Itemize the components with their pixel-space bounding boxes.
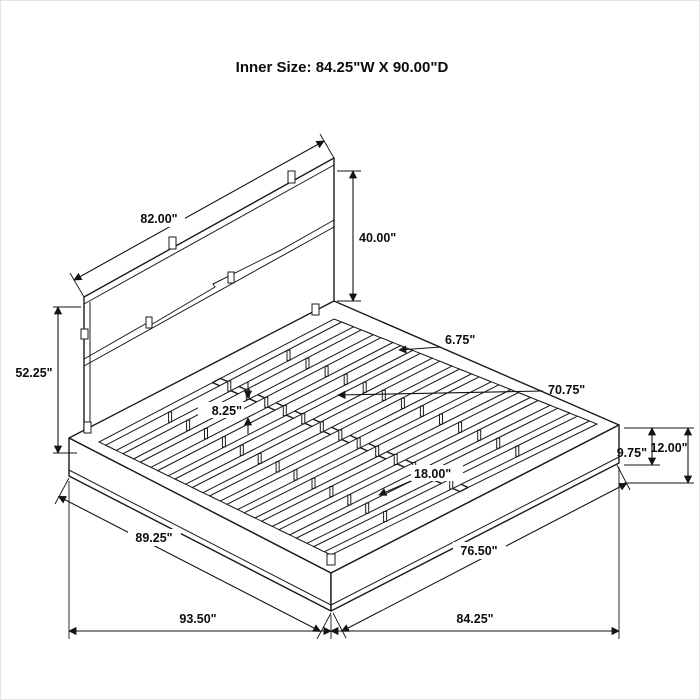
leader-rail-width (398, 345, 442, 354)
slat-clip (347, 494, 352, 506)
slat-clip (356, 437, 361, 449)
slat-clip (393, 453, 398, 465)
slat-clip (439, 413, 443, 425)
label-backing (198, 402, 244, 418)
dimension-labels: 82.00" 40.00" 52.25" 6.75" 70.75" 8.25" … (15, 210, 688, 626)
slat-clip (221, 436, 226, 448)
slat-clip (375, 445, 380, 457)
dim-label-rail-width: 6.75" (445, 333, 475, 347)
extension-line (316, 612, 332, 640)
slat-clip (293, 469, 298, 481)
extension-line (69, 272, 85, 298)
dim-label-overall-width: 84.25" (456, 612, 493, 626)
extension-line (319, 133, 335, 159)
rim-bracket (311, 303, 320, 316)
leader-slat-length (337, 390, 544, 399)
rim-bracket (83, 421, 92, 434)
dim-label-headboard-width: 82.00" (140, 212, 177, 226)
slat-clip (458, 421, 463, 433)
slat-clip (324, 365, 329, 377)
extension-line (332, 612, 347, 639)
inner-size-title: Inner Size: 84.25"W X 90.00"D (236, 59, 449, 76)
slat-clip (515, 445, 520, 457)
slat-clip (311, 477, 316, 489)
dim-label-overall-depth: 93.50" (179, 612, 216, 626)
headboard-side-clip (80, 328, 89, 340)
dimension-line-side-edge (57, 495, 322, 632)
dim-label-total-height: 52.25" (15, 366, 52, 380)
slat-clip (419, 405, 424, 417)
slat-clip (186, 419, 191, 431)
label-backing (453, 542, 506, 559)
dim-label-platform-height: 12.00" (650, 441, 687, 455)
dim-label-headboard-height: 40.00" (359, 231, 396, 245)
dim-label-center-rail: 18.00" (414, 467, 451, 481)
slat-clip (204, 428, 208, 440)
slat-clip (282, 405, 287, 417)
slat-clip (305, 357, 310, 369)
plank-connector-clip (145, 316, 153, 329)
slat-clip (383, 511, 388, 522)
label-backing (128, 529, 181, 546)
slat-clip (257, 453, 262, 464)
slat-clip (365, 502, 370, 514)
label-backing (411, 465, 463, 481)
slat-clip (264, 396, 269, 408)
dim-label-deck-height: 9.75" (617, 446, 647, 460)
dim-label-slat-gap: 8.25" (212, 404, 242, 418)
slat-clip (338, 429, 343, 441)
slat-clip (362, 381, 367, 393)
front-corner-clip (326, 553, 336, 566)
label-backing (442, 332, 482, 347)
plank-connector-clip (227, 271, 235, 284)
slat-clip (286, 349, 291, 361)
headboard-bracket-tab (287, 170, 296, 184)
extension-line (54, 477, 70, 505)
slat-clip (168, 411, 173, 423)
slat-clip (275, 461, 280, 473)
slat-clip (227, 380, 232, 392)
label-backing (133, 210, 185, 227)
slat-clip (496, 437, 501, 449)
slat-clip (329, 486, 334, 498)
dim-label-side-edge: 89.25" (135, 531, 172, 545)
slat-clip (239, 444, 244, 456)
headboard-bracket-tab (168, 236, 177, 250)
dimension-line-headboard-width (73, 140, 325, 281)
dim-label-front-edge: 76.50" (460, 544, 497, 558)
slat-clip (301, 413, 306, 425)
slat-clip (381, 389, 386, 401)
slat-clip (319, 421, 324, 433)
dim-label-slat-length: 70.75" (548, 383, 585, 397)
slat-clip (477, 429, 482, 441)
slat-clip (343, 373, 348, 385)
slat-clip (400, 397, 405, 409)
